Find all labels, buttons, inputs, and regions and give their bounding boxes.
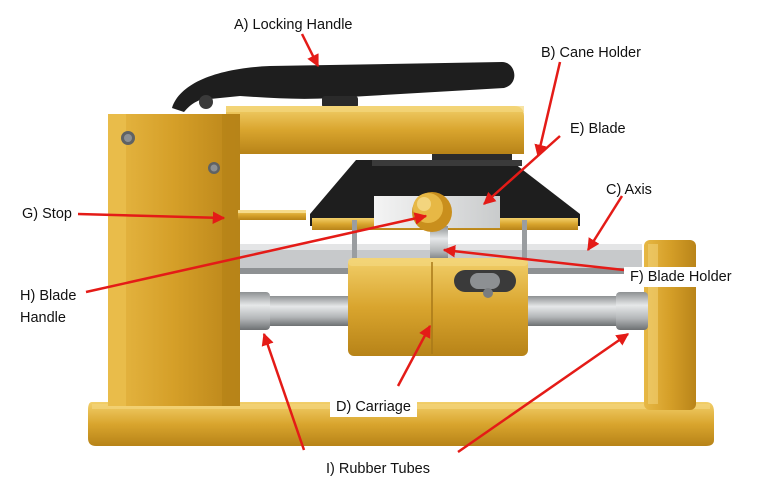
label-blade-handle: H) Blade Handle	[20, 288, 77, 326]
left-tower	[108, 114, 240, 406]
arrow-rubber-tube-left	[261, 332, 306, 451]
locking-handle	[172, 62, 515, 112]
top-arm	[226, 106, 524, 154]
arrow-locking-handle	[300, 33, 320, 68]
label-carriage: D) Carriage	[330, 397, 417, 417]
guide-posts	[352, 220, 527, 270]
label-stop: G) Stop	[22, 206, 72, 222]
arrow-cane-holder	[534, 61, 562, 158]
carriage	[348, 258, 528, 356]
label-locking-handle: A) Locking Handle	[234, 17, 353, 33]
stop-pin	[238, 210, 306, 220]
arrow-blade	[483, 135, 561, 205]
arrow-blade-holder	[442, 245, 625, 272]
arrow-rubber-tube-right	[457, 332, 630, 454]
arrow-blade-handle	[85, 212, 428, 294]
label-blade: E) Blade	[570, 121, 626, 137]
label-blade-holder: F) Blade Holder	[624, 267, 738, 287]
callout-arrows	[77, 33, 630, 454]
arrow-carriage	[396, 324, 432, 387]
label-cane-holder: B) Cane Holder	[541, 45, 641, 61]
label-axis: C) Axis	[606, 182, 652, 198]
label-rubber-tubes: I) Rubber Tubes	[320, 459, 436, 479]
arrow-stop	[77, 211, 226, 224]
right-block	[644, 240, 696, 410]
blade-handle-knob	[412, 192, 452, 232]
arrow-axis	[586, 195, 624, 252]
